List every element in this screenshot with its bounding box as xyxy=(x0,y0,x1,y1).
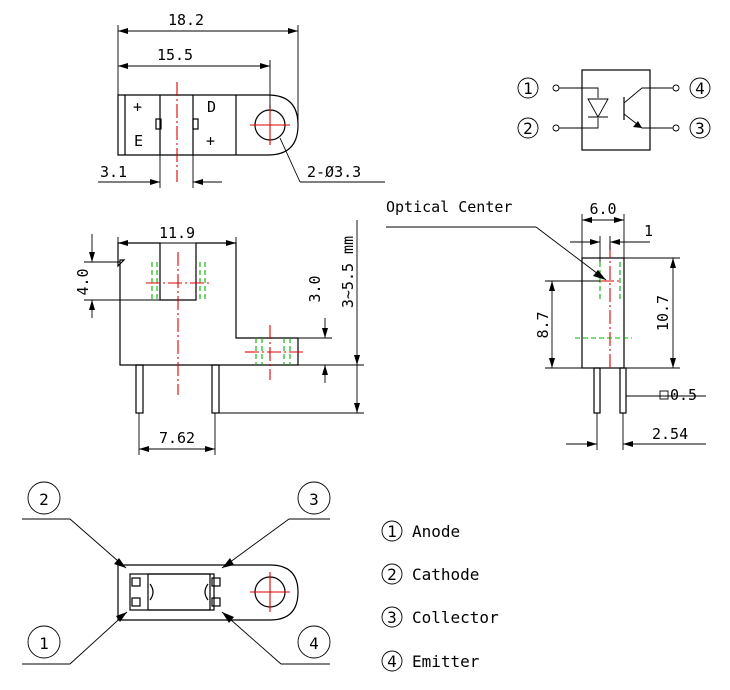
legend-item-emitter: 4 Emitter xyxy=(381,650,480,672)
side-view-outline xyxy=(581,257,625,369)
bottom-view-body-outline xyxy=(117,564,299,621)
top-view-body-outline xyxy=(117,94,299,156)
dim-lead-pitch: 2.54 xyxy=(652,425,688,443)
schematic-pin2: 2 xyxy=(523,119,533,138)
schematic: 1 2 4 3 xyxy=(517,69,711,151)
mark-d: D xyxy=(207,98,216,116)
front-view-outline xyxy=(117,242,299,366)
dim-tab-height: 3.0 xyxy=(306,275,324,302)
dim-gap: 1 xyxy=(644,222,653,240)
dim-slot-width: 11.9 xyxy=(159,224,195,242)
dim-pin-pitch: 7.62 xyxy=(159,429,195,447)
schematic-pin4: 4 xyxy=(695,79,705,98)
mark-plus-right: + xyxy=(206,132,215,150)
dim-width: 6.0 xyxy=(589,200,616,218)
legend-label-emitter: Emitter xyxy=(412,652,480,671)
svg-text:1: 1 xyxy=(387,522,397,541)
svg-text:4: 4 xyxy=(387,652,397,671)
schematic-pin3: 3 xyxy=(695,119,705,138)
dim-lead-length: 3~5.5 mm xyxy=(339,236,357,308)
dim-hole-center: 15.5 xyxy=(157,46,193,64)
top-view: + E D + 18.2 15.5 3.1 2-Ø3.3 xyxy=(98,11,385,188)
bottom-view: 2 3 1 4 xyxy=(22,481,331,665)
led-diode-icon xyxy=(587,98,609,118)
bottom-pin2: 2 xyxy=(39,490,49,509)
front-view: 11.9 4.0 3.0 3~5.5 mm 7.62 xyxy=(74,220,364,455)
legend-item-collector: 3 Collector xyxy=(381,606,499,628)
schematic-package xyxy=(581,69,651,151)
bottom-pin1: 1 xyxy=(39,634,49,653)
schematic-pin1: 1 xyxy=(523,79,533,98)
dim-total-height: 10.7 xyxy=(654,295,672,331)
legend-label-anode: Anode xyxy=(412,522,460,541)
side-view: Optical Center 6.0 1 8.7 10.7 0.5 xyxy=(386,198,706,450)
dim-center-height: 8.7 xyxy=(534,311,552,338)
pin-legend: 1 Anode 2 Cathode 3 Collector 4 Emitter xyxy=(381,520,499,672)
mark-e: E xyxy=(134,132,143,150)
hole-callout: 2-Ø3.3 xyxy=(307,163,361,181)
svg-text:2: 2 xyxy=(387,565,397,584)
legend-item-anode: 1 Anode xyxy=(381,520,460,542)
legend-label-collector: Collector xyxy=(412,608,499,627)
bottom-pin4: 4 xyxy=(309,634,319,653)
bottom-pin3: 3 xyxy=(309,490,319,509)
legend-label-cathode: Cathode xyxy=(412,565,479,584)
legend-item-cathode: 2 Cathode xyxy=(381,563,479,585)
dim-left: 3.1 xyxy=(100,163,127,181)
dim-total: 18.2 xyxy=(168,11,204,29)
dim-lead-size: 0.5 xyxy=(670,386,697,404)
dim-slot-depth: 4.0 xyxy=(74,268,92,295)
mark-plus-left: + xyxy=(133,98,142,116)
svg-text:3: 3 xyxy=(387,608,397,627)
optical-center-label: Optical Center xyxy=(386,198,512,216)
